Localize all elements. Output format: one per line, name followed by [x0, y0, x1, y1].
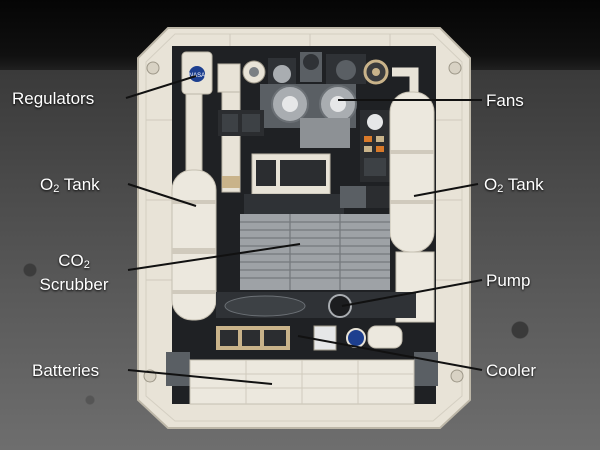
leader-o2-right: [413, 183, 479, 197]
label-o2-tank-right: O2 Tank: [484, 175, 544, 195]
corner-studs: [143, 61, 464, 383]
label-regulators: Regulators: [12, 89, 95, 108]
nasa-badge-text: NASA: [189, 73, 205, 79]
label-batteries: Batteries: [32, 361, 100, 380]
leader-lines: [125, 75, 483, 385]
label-co2-scrubber: CO2 Scrubber: [39, 251, 109, 294]
pump-icon: [328, 294, 352, 318]
fan-assembly: [260, 84, 357, 148]
battery-bank: [166, 352, 438, 405]
leader-cooler: [297, 335, 483, 371]
label-pump: Pump: [486, 271, 531, 290]
o2-tank-right: [389, 91, 435, 323]
label-o2-tank-left: O2 Tank: [40, 175, 100, 195]
label-cooler: Cooler: [486, 361, 537, 380]
pump-assembly: [216, 292, 416, 318]
control-panel-upper: [218, 110, 390, 182]
lower-panel-row: [216, 325, 403, 351]
regulator-row: NASA: [181, 51, 419, 95]
leader-regulators: [125, 75, 197, 99]
co2-scrubber: [240, 214, 390, 290]
leader-o2-left: [127, 183, 197, 207]
control-panel-middle: [244, 153, 392, 214]
leader-co2: [127, 243, 301, 271]
leader-batteries: [127, 369, 273, 385]
label-fans: Fans: [486, 91, 524, 110]
cooler-badge-icon: [346, 328, 366, 348]
o2-tank-left: [171, 169, 217, 321]
leader-pump: [341, 279, 483, 307]
nasa-badge-icon: [187, 64, 207, 84]
